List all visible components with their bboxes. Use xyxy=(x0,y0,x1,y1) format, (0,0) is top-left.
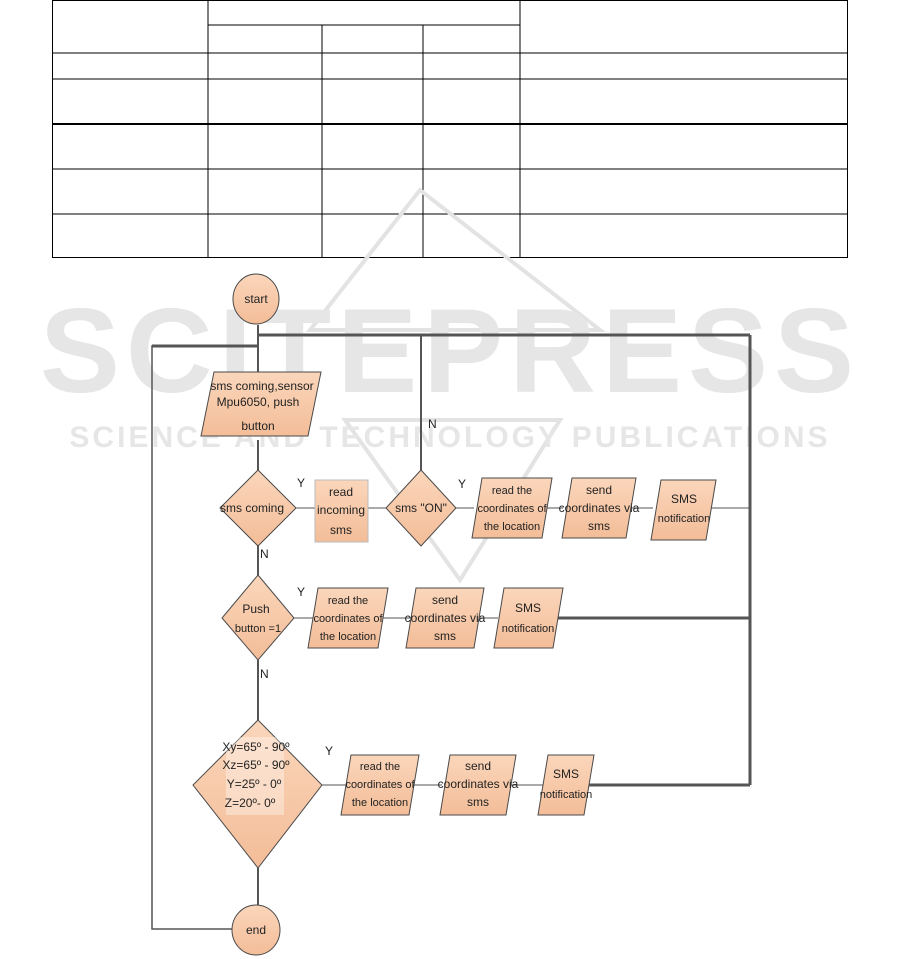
label-yes-sms-coming: Y xyxy=(297,476,305,490)
svg-text:sms: sms xyxy=(434,629,456,643)
svg-text:coordinates via: coordinates via xyxy=(438,777,519,791)
svg-text:Xz=65º - 90º: Xz=65º - 90º xyxy=(222,758,290,772)
send-coords-node-3: send coordinates via sms xyxy=(438,754,519,816)
decision-angles: Xy=65º - 90º Xz=65º - 90º Y=25º - 0º Z=2… xyxy=(192,719,323,869)
svg-text:SMS: SMS xyxy=(671,492,697,506)
svg-text:coordinates of: coordinates of xyxy=(313,613,383,625)
svg-text:send: send xyxy=(586,483,612,497)
svg-text:send: send xyxy=(432,593,458,607)
svg-text:sms coming,sensor: sms coming,sensor xyxy=(210,379,313,393)
label-no-sms-on: N xyxy=(428,417,437,431)
svg-text:sms coming: sms coming xyxy=(220,501,284,515)
decision-sms-coming: sms coming xyxy=(219,469,297,547)
svg-text:read: read xyxy=(329,485,353,499)
svg-text:SMS: SMS xyxy=(553,767,579,781)
label-yes-angles: Y xyxy=(325,744,333,758)
label-no-sms-coming: N xyxy=(260,547,269,561)
read-incoming-node: read incoming sms xyxy=(314,479,369,543)
sms-notification-node-3: SMS notification xyxy=(537,754,595,816)
svg-text:notification: notification xyxy=(502,623,555,635)
label-yes-sms-on: Y xyxy=(458,477,466,491)
read-coords-node-1: read the coordinates of the location xyxy=(471,477,553,539)
svg-text:the location: the location xyxy=(484,521,540,533)
svg-text:read the: read the xyxy=(360,761,400,773)
svg-text:sms: sms xyxy=(467,795,489,809)
svg-text:the location: the location xyxy=(320,631,376,643)
label-yes-push: Y xyxy=(297,585,305,599)
svg-text:Y=25º - 0º: Y=25º - 0º xyxy=(227,777,282,791)
svg-text:SMS: SMS xyxy=(515,601,541,615)
read-coords-node-2: read the coordinates of the location xyxy=(307,587,389,649)
svg-text:sms: sms xyxy=(588,519,610,533)
svg-text:button =1: button =1 xyxy=(235,623,281,635)
svg-text:incoming: incoming xyxy=(317,503,365,517)
svg-text:read the: read the xyxy=(492,485,532,497)
input-node: sms coming,sensor Mpu6050, push button xyxy=(200,371,322,437)
svg-text:Xy=65º - 90º: Xy=65º - 90º xyxy=(222,740,290,754)
start-node: start xyxy=(232,273,280,325)
svg-text:coordinates via: coordinates via xyxy=(559,501,640,515)
svg-text:sms: sms xyxy=(330,523,352,537)
svg-text:end: end xyxy=(246,923,266,937)
label-no-push: N xyxy=(260,667,269,681)
svg-text:notification: notification xyxy=(658,513,711,525)
svg-text:coordinates of: coordinates of xyxy=(345,779,415,791)
svg-text:Push: Push xyxy=(242,602,269,616)
send-coords-node-1: send coordinates via sms xyxy=(559,477,640,539)
decision-push-button: Push button =1 xyxy=(221,574,295,661)
svg-text:send: send xyxy=(465,759,491,773)
svg-text:sms "ON": sms "ON" xyxy=(395,501,447,515)
svg-text:notification: notification xyxy=(540,789,593,801)
svg-text:button: button xyxy=(241,419,274,433)
decision-sms-on: sms "ON" xyxy=(385,469,457,547)
connectors xyxy=(151,325,752,930)
svg-text:read the: read the xyxy=(328,595,368,607)
svg-text:coordinates of: coordinates of xyxy=(477,503,547,515)
svg-text:start: start xyxy=(244,292,268,306)
sms-notification-node-2: SMS notification xyxy=(493,587,564,649)
end-node: end xyxy=(231,904,281,956)
sms-notification-node-1: SMS notification xyxy=(650,479,717,541)
svg-text:Z=20º- 0º: Z=20º- 0º xyxy=(225,796,276,810)
read-coords-node-3: read the coordinates of the location xyxy=(340,754,420,816)
svg-text:Mpu6050, push: Mpu6050, push xyxy=(217,395,300,409)
send-coords-node-2: send coordinates via sms xyxy=(405,587,486,649)
svg-text:the location: the location xyxy=(352,797,408,809)
svg-text:coordinates via: coordinates via xyxy=(405,611,486,625)
